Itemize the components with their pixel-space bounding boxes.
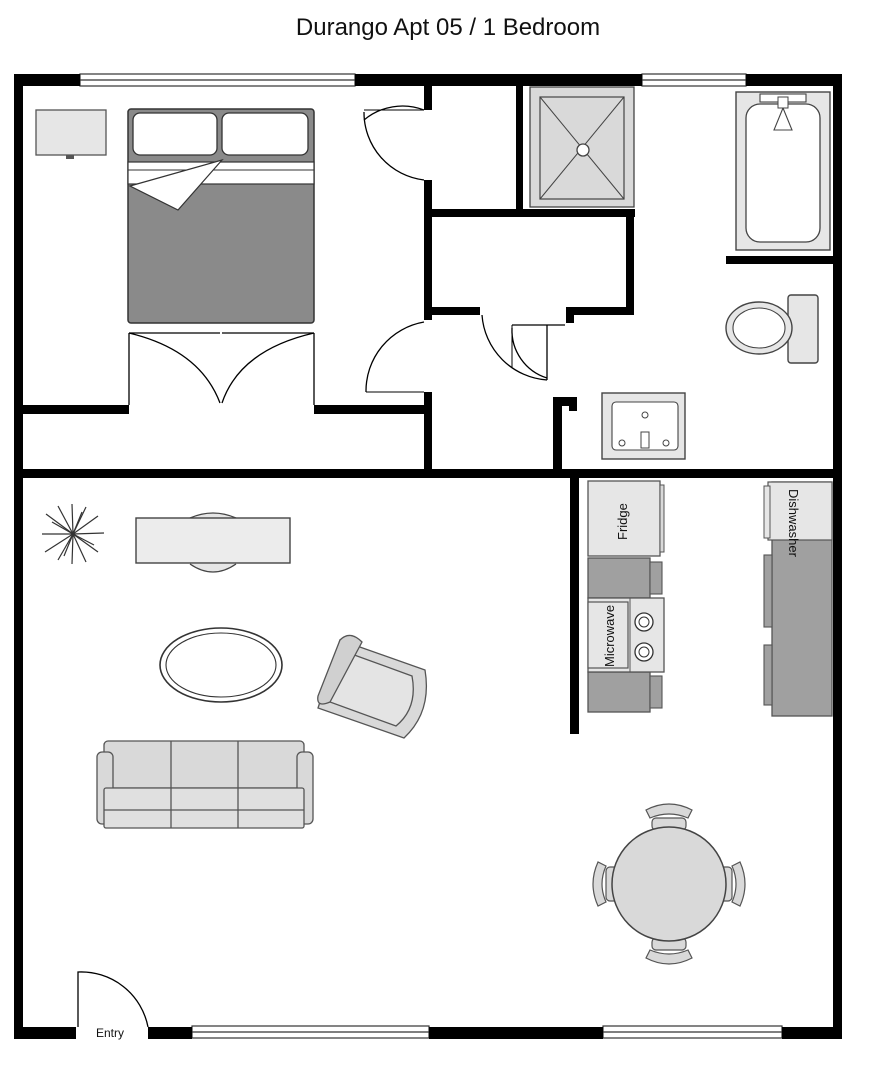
counter-left (587, 557, 663, 713)
burner (634, 612, 654, 632)
wall-bottom-b (148, 1027, 192, 1039)
wall-hall-stub (566, 307, 574, 323)
wall-hall-south-a (430, 307, 480, 315)
wall-top-a (14, 74, 80, 86)
bathtub (735, 91, 831, 251)
sink (601, 392, 686, 460)
tub-faucet (773, 106, 793, 131)
fridge: Fridge (587, 480, 665, 557)
wall-kitchen (570, 478, 579, 734)
walls (14, 74, 842, 1039)
counter-right: Dishwasher (763, 481, 833, 717)
wall-bath-west (553, 406, 562, 474)
wall-bottom-d (782, 1027, 842, 1039)
wall-bottom-a (14, 1027, 76, 1039)
doors (77, 105, 565, 1028)
wall-right (833, 74, 842, 1039)
chair-top (645, 803, 693, 831)
wall-living-north (14, 469, 842, 478)
tv-stand (35, 109, 107, 159)
wall-left (14, 74, 23, 1039)
chair-bottom (645, 937, 693, 965)
sofa (96, 740, 314, 829)
dishwasher (767, 481, 833, 541)
coffee-table (159, 627, 283, 703)
wall-top-b (355, 74, 642, 86)
burner (634, 642, 654, 662)
toilet (725, 294, 819, 364)
door-bedroom-hall (363, 105, 425, 121)
wall-bath-west-stub (553, 397, 577, 406)
pillow-left (132, 112, 218, 156)
entry-label: Entry (96, 1026, 124, 1040)
shower-drain (576, 143, 590, 157)
plant-icon (42, 503, 105, 565)
armchair (317, 634, 428, 739)
dining-table (611, 826, 727, 942)
dishwasher-label: Dishwasher (786, 489, 801, 558)
wall-top-c (746, 74, 842, 86)
closet-doors (128, 332, 315, 405)
door-swing-entry (77, 971, 149, 1028)
window-dining-bottom (602, 1025, 783, 1039)
window-bedroom-top (79, 73, 356, 87)
bed (127, 108, 315, 324)
pillow-right (221, 112, 309, 156)
wall-bedroom-east-a (424, 86, 432, 110)
door-swing-hall-a (481, 314, 548, 381)
wall-bedroom-east-b (424, 180, 432, 320)
sheet-corner (128, 158, 224, 211)
microwave-label: Microwave (602, 605, 617, 667)
door-swing-hall-b (511, 327, 548, 379)
plan-title: Durango Apt 05 / 1 Bedroom (295, 14, 601, 41)
fridge-label: Fridge (615, 503, 630, 540)
wall-hall-east (626, 209, 634, 314)
dining-set (592, 803, 746, 965)
wall-closet-a (23, 405, 129, 414)
wall-tub-south (726, 256, 842, 264)
door-swing-bedroom-hall (363, 111, 425, 181)
range: Microwave (587, 597, 665, 673)
wall-bedroom-east-c (424, 392, 432, 476)
desk (135, 512, 291, 573)
wall-bath-west-stub2 (569, 397, 577, 411)
window-living-bottom (191, 1025, 430, 1039)
wall-hall-south-b (566, 307, 634, 315)
wall-bottom-c (429, 1027, 603, 1039)
door-swing-bedroom-living (365, 321, 425, 393)
shower (529, 86, 635, 208)
wall-shower-west (516, 86, 523, 216)
wall-shower-south (430, 209, 635, 217)
window-bathroom-top (641, 73, 747, 87)
wall-closet-b (314, 405, 424, 414)
